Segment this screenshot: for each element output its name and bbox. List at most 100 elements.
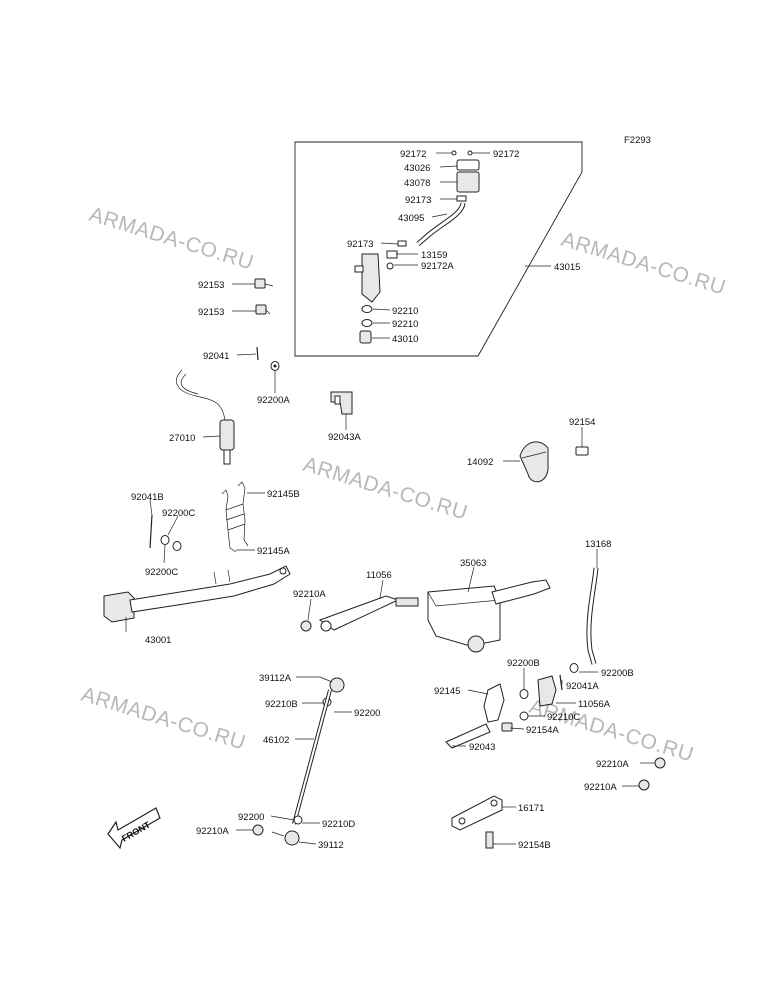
label-92153: 92153: [198, 307, 224, 318]
label-92210a: 92210A: [584, 782, 617, 793]
washer-92200c-upper: [160, 535, 170, 545]
pin-92041: [256, 346, 259, 361]
linkage-rod-46102: [252, 676, 345, 846]
rod-end-39112a: [329, 677, 345, 693]
screw-92172a: [386, 262, 394, 270]
clevis-11056a: [537, 675, 557, 707]
label-27010: 27010: [169, 433, 195, 444]
watermark-2: ARMADA-CO.RU: [559, 228, 729, 300]
assembly-box-43015: [294, 141, 583, 357]
label-92210: 92210: [392, 319, 418, 330]
label-92200b: 92200B: [507, 658, 540, 669]
bracket-arm: [491, 579, 551, 605]
bolt-92153-upper: [254, 278, 266, 289]
spring-92145a: [221, 489, 237, 553]
clamp-92173-lower: [397, 240, 407, 247]
label-11056: 11056: [366, 570, 392, 581]
label-92210a: 92210A: [293, 589, 326, 600]
front-arrow: FRONT: [107, 807, 161, 850]
label-43095: 43095: [398, 213, 424, 224]
plate-16171: [451, 795, 503, 849]
nut-92210a-lower-left: [252, 824, 264, 836]
rod-end-39112: [284, 830, 300, 846]
brake-pedal-43001: [103, 565, 291, 623]
cylinder-mount-tab: [354, 265, 364, 273]
label-92043a: 92043A: [328, 432, 361, 443]
label-92210d: 92210D: [322, 819, 355, 830]
label-14092: 14092: [467, 457, 493, 468]
grip-14092: [519, 441, 549, 483]
watermark-1: ARMADA-CO.RU: [87, 203, 257, 275]
nut-92210d: [293, 815, 303, 825]
label-92172: 92172: [400, 149, 426, 160]
label-92210a: 92210A: [196, 826, 229, 837]
label-11056a: 11056A: [578, 699, 611, 710]
leader-lines: [125, 152, 655, 845]
watermarks: ARMADA-CO.RU ARMADA-CO.RU ARMADA-CO.RU A…: [79, 203, 729, 767]
label-16171: 16171: [518, 803, 544, 814]
bracket-92043a: [330, 391, 353, 415]
bolt-92154b: [485, 831, 494, 849]
nut-92210-lower: [361, 319, 373, 327]
label-92172: 92172: [493, 149, 519, 160]
label-92200: 92200: [354, 708, 380, 719]
label-35063: 35063: [460, 558, 486, 569]
label-13159: 13159: [421, 250, 447, 261]
label-39112: 39112: [318, 840, 344, 851]
screw-92172-left: [451, 150, 457, 156]
label-92154b: 92154B: [518, 840, 551, 851]
washer-92200b-center: [519, 689, 529, 699]
diagram-code: F2293: [624, 135, 651, 146]
clamp-92173-upper: [456, 195, 467, 202]
nut-92210c: [519, 711, 529, 721]
watermark-4: ARMADA-CO.RU: [79, 683, 249, 755]
master-cylinder-parts: [354, 150, 480, 344]
pin-92043: [445, 723, 491, 749]
label-92210: 92210: [392, 306, 418, 317]
pedal-arm: [129, 565, 291, 613]
label-43001: 43001: [145, 635, 171, 646]
label-92145: 92145: [434, 686, 460, 697]
upper-right-parts: [519, 441, 589, 483]
bolt-92154: [575, 446, 589, 456]
bracket-35063: [427, 585, 501, 647]
switch-plunger: [223, 449, 231, 465]
nut-92210a-center: [300, 620, 312, 632]
label-43010: 43010: [392, 334, 418, 345]
label-92154: 92154: [569, 417, 595, 428]
label-92172a: 92172A: [421, 261, 454, 272]
label-43078: 43078: [404, 178, 430, 189]
label-92145b: 92145B: [267, 489, 300, 500]
label-92154a: 92154A: [526, 725, 559, 736]
brake-light-switch-27010: [219, 419, 235, 451]
arm-92145: [483, 683, 505, 723]
label-92200b: 92200B: [601, 668, 634, 679]
label-39112a: 39112A: [259, 673, 292, 684]
label-92041a: 92041A: [566, 681, 599, 692]
label-43026: 43026: [404, 163, 430, 174]
label-43015: 43015: [554, 262, 580, 273]
nut-92210a-right-upper: [654, 757, 666, 769]
springs-and-pins: [149, 481, 249, 553]
nut-92210-upper: [361, 305, 373, 313]
pin-92041b: [149, 514, 153, 549]
label-13168: 13168: [585, 539, 611, 550]
bolt-92153-lower: [255, 304, 267, 315]
pedal-pad: [103, 591, 135, 623]
upper-left-parts: [176, 278, 353, 465]
label-92210c: 92210C: [547, 712, 580, 723]
pin-92041a: [559, 674, 563, 691]
label-92200c: 92200C: [162, 508, 195, 519]
reservoir-cap-43026: [456, 159, 480, 171]
screw-92172-right: [467, 150, 473, 156]
label-92173: 92173: [405, 195, 431, 206]
label-92043: 92043: [469, 742, 495, 753]
bolt-92154a: [501, 722, 513, 732]
label-92210b: 92210B: [265, 699, 298, 710]
master-cylinder-body: [361, 253, 381, 303]
label-92041: 92041: [203, 351, 229, 362]
clevis-43010: [359, 330, 372, 344]
label-92200c: 92200C: [145, 567, 178, 578]
label-92200a: 92200A: [257, 395, 290, 406]
label-92200: 92200: [238, 812, 264, 823]
